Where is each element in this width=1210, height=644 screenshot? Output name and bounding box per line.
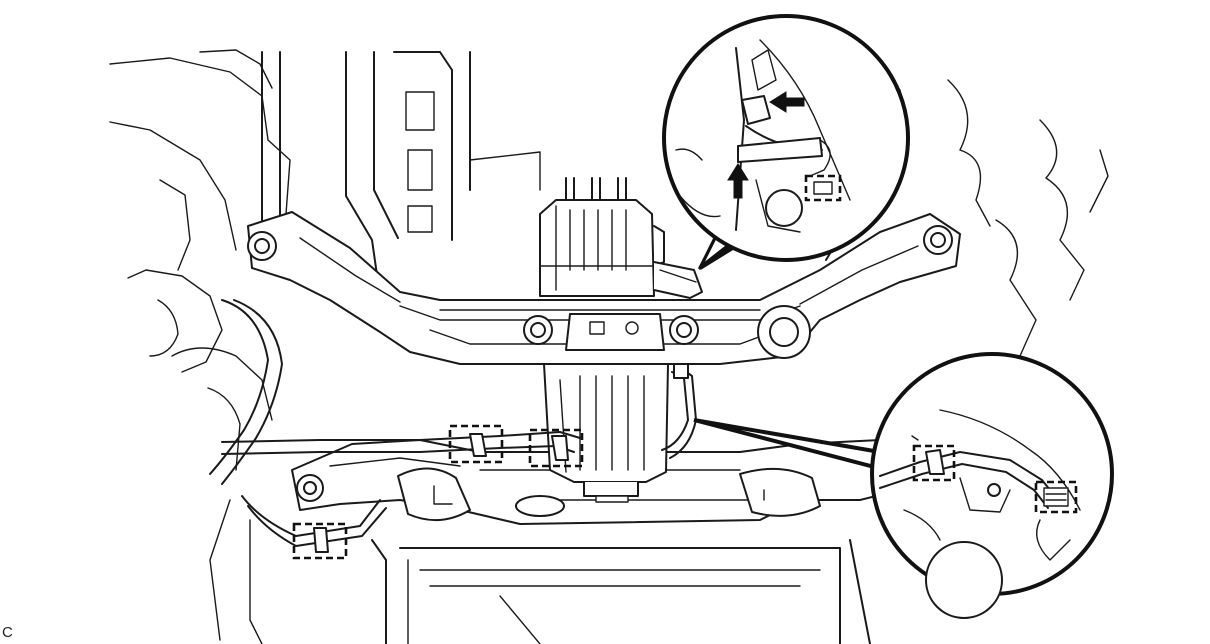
- clamp-marker-callout-1: [804, 174, 842, 202]
- callout-upper-right: [662, 14, 910, 270]
- front-crossmember: [247, 211, 961, 365]
- clamp-markers-main: [292, 424, 584, 560]
- clamp-marker-2: [528, 428, 584, 468]
- clamp-marker-callout-2: [912, 444, 956, 482]
- arrow-up-icon: [727, 163, 749, 199]
- arrow-left-icon: [769, 91, 805, 113]
- clamp-marker-3: [292, 522, 348, 560]
- left-body-structure: [109, 49, 291, 485]
- lower-panel: [209, 499, 871, 644]
- clamp-marker-callout-3: [1034, 480, 1078, 514]
- callout-lower-right: [693, 352, 1114, 619]
- figure-code-label: C: [2, 624, 13, 641]
- callout-detail-clamps: [879, 409, 1081, 619]
- right-body-structure: [947, 79, 1109, 357]
- clamp-marker-1: [448, 424, 504, 464]
